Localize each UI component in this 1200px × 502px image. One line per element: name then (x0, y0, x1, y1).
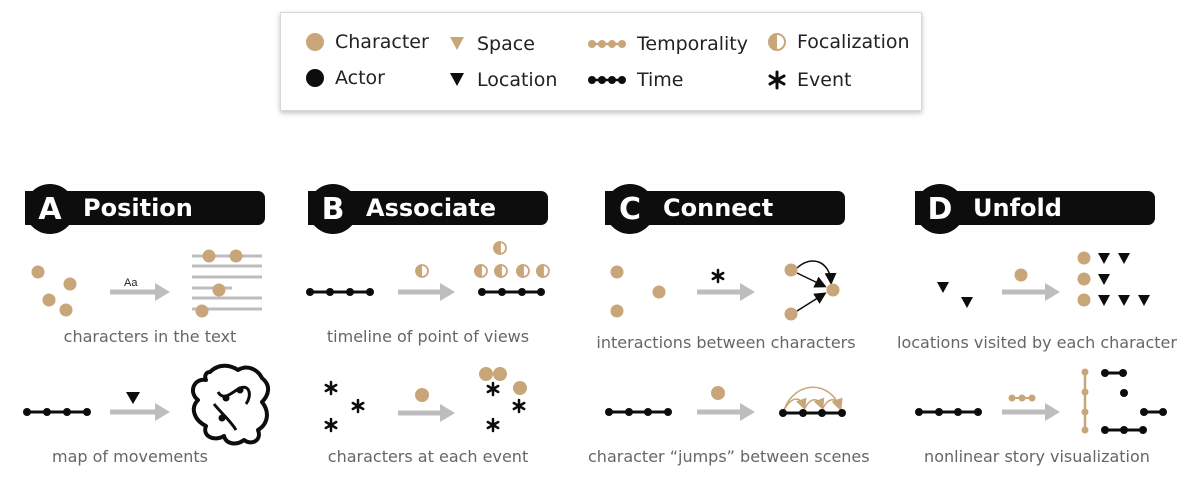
legend-label: Location (477, 69, 558, 91)
panel-letter: A (25, 184, 75, 234)
caption-c2: character “jumps” between scenes (588, 447, 870, 466)
tan-triangle-icon (450, 37, 464, 50)
legend-label: Time (637, 69, 684, 91)
panel-header-c: C Connect (605, 184, 845, 234)
caption-b1: timeline of point of views (326, 327, 530, 346)
c-interactions-illustration (610, 260, 840, 321)
legend-item-temporality: Temporality (587, 33, 748, 55)
black-timeline-icon (588, 76, 626, 84)
legend-item-space: Space (447, 33, 535, 55)
caption-a2: map of movements (51, 447, 208, 466)
legend-label: Character (335, 31, 429, 53)
legend-item-event: Event (767, 69, 851, 91)
legend-item-time: Time (587, 69, 684, 91)
legend-item-location: Location (447, 69, 557, 91)
panel-letter: C (605, 184, 655, 234)
caption-a1: characters in the text (63, 327, 237, 346)
legend-label: Space (477, 33, 535, 55)
d-locations-illustration (937, 251, 1150, 308)
legend-label: Event (797, 69, 852, 91)
panel-letter: D (915, 184, 965, 234)
b-characters-at-event-illustration (324, 367, 527, 433)
caption-d2: nonlinear story visualization (924, 447, 1150, 466)
panel-header-d: D Unfold (915, 184, 1155, 234)
a-characters-in-text-illustration: Aa (31, 249, 262, 318)
panel-letter: B (308, 184, 358, 234)
panel-header-a: A Position (25, 184, 265, 234)
legend-item-character: Character (305, 31, 429, 53)
caption-b2: characters at each event (327, 447, 529, 466)
half-circle-icon (768, 33, 786, 51)
legend-label: Temporality (637, 33, 748, 55)
legend-box: Character Actor Space Location Temporali… (280, 12, 922, 111)
tan-circle-icon (306, 33, 324, 51)
panel-title: Connect (663, 194, 774, 222)
a-map-of-movements-illustration (23, 363, 270, 446)
aa-label: Aa (124, 277, 138, 289)
legend-label: Focalization (797, 31, 910, 53)
black-circle-icon (306, 69, 324, 87)
panel-header-b: B Associate (308, 184, 548, 234)
c-jumps-illustration (605, 386, 846, 421)
panel-title: Unfold (973, 194, 1062, 222)
panel-title: Position (83, 194, 193, 222)
tan-timeline-icon (588, 40, 626, 48)
legend-item-actor: Actor (305, 67, 385, 89)
panel-title: Associate (366, 194, 497, 222)
black-triangle-icon (450, 73, 464, 86)
asterisk-icon (768, 70, 786, 90)
legend-label: Actor (335, 67, 385, 89)
d-nonlinear-illustration (915, 368, 1167, 434)
caption-c1: interactions between characters (596, 333, 856, 352)
b-timeline-of-pov-illustration (306, 241, 550, 301)
focalization-marker (415, 264, 429, 278)
legend-item-focalization: Focalization (767, 31, 910, 53)
caption-d1: locations visited by each character (897, 333, 1177, 352)
